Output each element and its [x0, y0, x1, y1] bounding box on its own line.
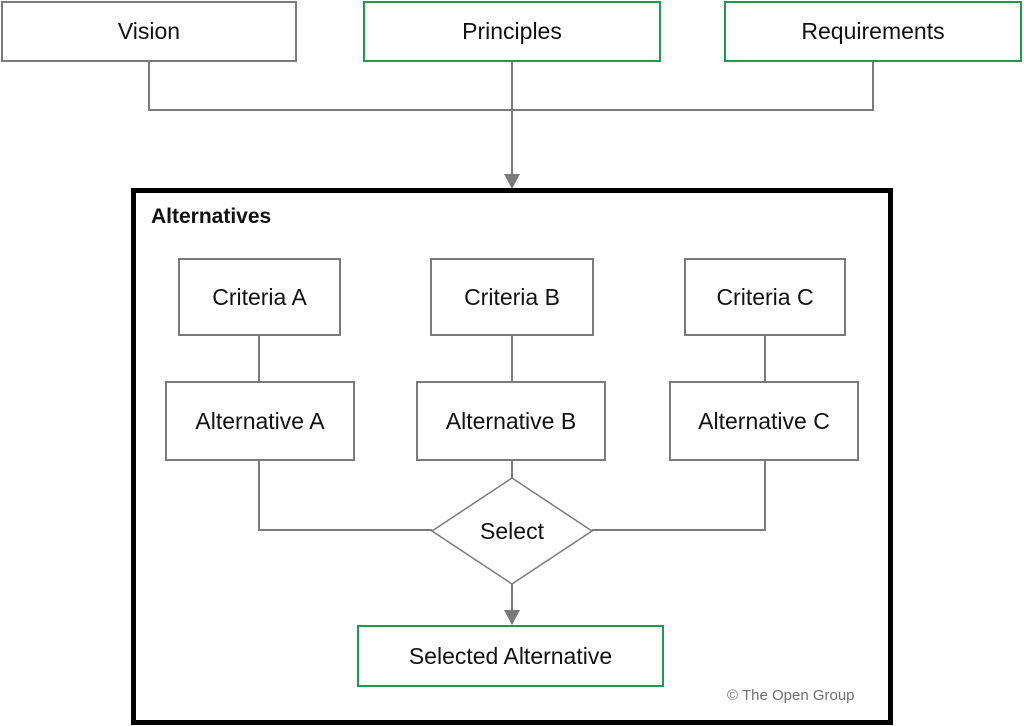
requirements-box: Requirements	[724, 1, 1022, 62]
vision-box: Vision	[1, 1, 297, 62]
select-arrowhead	[504, 610, 520, 625]
select-label: Select	[480, 517, 544, 544]
copyright-notice: © The Open Group	[727, 687, 855, 704]
requirements-connector	[512, 62, 874, 111]
alternative-b-box: Alternative B	[416, 381, 606, 461]
vision-connector	[148, 62, 512, 111]
selected-alternative-label: Selected Alternative	[408, 642, 613, 669]
alternative-a-box: Alternative A	[165, 381, 355, 461]
criteria-b-label: Criteria B	[464, 283, 560, 310]
alternative-c-box: Alternative C	[669, 381, 859, 461]
criteria-a-label: Criteria A	[212, 283, 307, 310]
requirements-label: Requirements	[801, 18, 945, 44]
alternative-c-label: Alternative C	[698, 407, 830, 434]
alternative-c-connector	[592, 460, 766, 531]
alternatives-container	[131, 188, 893, 725]
principles-arrowhead	[504, 174, 520, 189]
principles-label: Principles	[462, 18, 562, 44]
vision-label: Vision	[117, 18, 181, 44]
selected-alternative-box: Selected Alternative	[357, 625, 664, 687]
alternative-a-label: Alternative A	[195, 407, 325, 434]
criteria-c-box: Criteria C	[684, 258, 846, 336]
alternatives-title: Alternatives	[151, 205, 272, 228]
criteria-a-box: Criteria A	[178, 258, 341, 336]
principles-box: Principles	[363, 1, 661, 62]
criteria-c-label: Criteria C	[716, 283, 814, 310]
criteria-b-box: Criteria B	[430, 258, 594, 336]
alternative-a-connector	[258, 460, 432, 531]
alternative-b-label: Alternative B	[445, 407, 577, 434]
